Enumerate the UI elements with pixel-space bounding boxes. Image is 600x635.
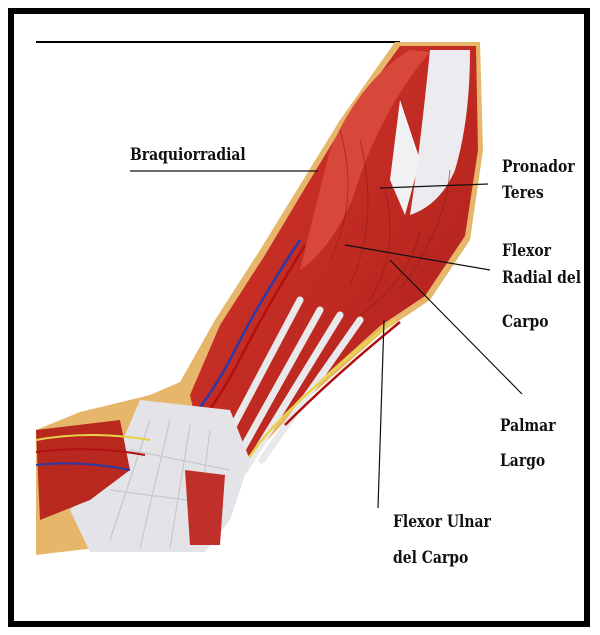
label-pronador-line1: Pronador [502, 156, 575, 178]
label-braquiorradial: Braquiorradial [130, 144, 246, 166]
label-flexor-radial-line2: Radial del [502, 267, 581, 289]
label-pronador-line2: Teres [502, 182, 544, 204]
label-palmar-line2: Largo [500, 450, 545, 472]
label-palmar-line1: Palmar [500, 415, 556, 437]
label-flexor-radial-line3: Carpo [502, 311, 549, 333]
label-flexor-ulnar-line2: del Carpo [393, 547, 468, 569]
hypothenar-muscles [185, 470, 225, 545]
label-flexor-ulnar-line1: Flexor Ulnar [393, 511, 491, 533]
leader-flexor-ulnar [378, 320, 384, 508]
label-flexor-radial-line1: Flexor [502, 240, 551, 262]
